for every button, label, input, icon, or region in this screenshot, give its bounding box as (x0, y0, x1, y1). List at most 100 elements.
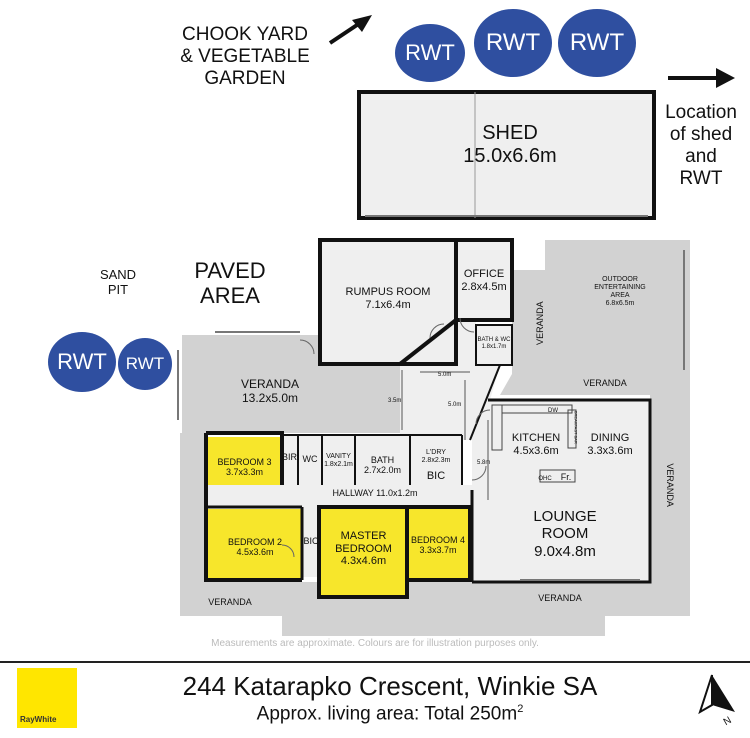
bic-ldry-label: BIC (426, 470, 446, 482)
bath-label: BATH 2.7x2.0m (355, 455, 410, 476)
living-area-unit: 2 (517, 703, 524, 715)
veranda-east-label: VERANDA (665, 463, 676, 507)
office-label: OFFICE 2.8x4.5m (456, 268, 512, 293)
raywhite-logo: RayWhite (17, 668, 77, 728)
master-bedroom-line-2: BEDROOM (335, 542, 392, 555)
bedroom2-fill (208, 509, 302, 579)
ldry-name: L'DRY (426, 449, 446, 456)
veranda-bottom-area (180, 582, 690, 636)
bedroom4-size: 3.3x3.7m (419, 545, 457, 556)
paved-area-line-1: PAVED (194, 258, 266, 283)
veranda-east-area (650, 400, 690, 616)
outdoor-entertaining-area (500, 240, 690, 400)
location-note-line-2: of shed (669, 123, 733, 145)
shed-name: SHED (482, 122, 538, 144)
bedroom3-size: 3.7x3.3m (225, 467, 264, 478)
wc-label: WC (302, 454, 318, 464)
lounge-room-line-1: LOUNGE (533, 508, 597, 525)
veranda-sw-label: VERANDA (208, 597, 252, 607)
outdoor-areas (180, 240, 690, 636)
kitchen-bench (491, 404, 577, 483)
rwt-tank-3: RWT (558, 9, 636, 77)
ldry-size: 2.8x2.3m (421, 457, 451, 465)
location-note: Location of shed and RWT (652, 102, 750, 189)
windows (177, 250, 685, 581)
dining-name: DINING (590, 432, 630, 444)
rumpus-room-name: RUMPUS ROOM (345, 286, 431, 298)
kitchen-name: KITCHEN (511, 432, 561, 444)
veranda-strip-area (512, 270, 546, 375)
bath-name: BATH (370, 455, 395, 465)
ldry-label: L'DRY 2.8x2.3m (410, 449, 462, 465)
paved-area-label: PAVED AREA (170, 258, 290, 309)
veranda-side-label: VERANDA (534, 301, 545, 345)
bath-wc (476, 325, 512, 365)
breakfast-bar-label: BREAKFAST BAR (573, 410, 579, 444)
bedroom2-size: 4.5x3.6m (236, 547, 274, 558)
location-note-line-1: Location (665, 102, 737, 123)
hallway-label: HALLWAY 11.0x1.2m (332, 488, 418, 498)
bedroom4-name: BEDROOM 4 (410, 535, 465, 545)
shed (357, 90, 656, 220)
living-area: Approx. living area: Total 250m2 (90, 703, 690, 725)
dining-label: DINING 3.3x3.6m (580, 432, 640, 457)
bath-wc-size: 1.8x1.7m (481, 343, 507, 350)
shed-size: 15.0x6.6m (463, 145, 557, 167)
veranda-main-label: VERANDA 13.2x5.0m (205, 377, 335, 406)
kitchen-label: KITCHEN 4.5x3.6m (500, 432, 572, 457)
chook-yard-label: CHOOK YARD & VEGETABLE GARDEN (155, 24, 335, 90)
footer-divider (0, 661, 750, 663)
master-bedroom-label: MASTER BEDROOM 4.3x4.6m (321, 530, 406, 568)
compass-icon (698, 674, 735, 715)
outdoor-ent-size: 6.8x6.5m (605, 300, 635, 308)
master-bedroom-size: 4.3x4.6m (340, 555, 387, 568)
bic-strip (302, 507, 320, 577)
bath-wc-name: BATH & WC (477, 337, 511, 343)
chook-yard-arrow (328, 21, 362, 45)
bir-label: BIR (281, 452, 297, 462)
walls (204, 238, 652, 599)
bedroom2-label: BEDROOM 2 4.5x3.6m (208, 537, 302, 558)
bedroom3-fill (208, 437, 281, 485)
sand-pit-line-2: PIT (107, 281, 129, 297)
dim-label-2: 5.0m (448, 402, 462, 408)
dim-label-3: 3.5m (388, 398, 402, 404)
office (456, 240, 512, 320)
ohc-label: OHC (538, 476, 552, 482)
master-bedroom-line-1: MASTER (340, 530, 387, 542)
bedroom3-label: BEDROOM 3 3.7x3.3m (208, 457, 281, 478)
rumpus-room-size: 7.1x6.4m (365, 298, 411, 311)
sand-pit-label: SAND PIT (78, 267, 158, 298)
paved-area-line-2: AREA (200, 283, 260, 309)
service-block (282, 435, 462, 485)
dimension-lines (401, 370, 489, 500)
lounge-room-size: 9.0x4.8m (534, 542, 596, 560)
dw-label: DW (548, 408, 558, 414)
bedroom4-fill (406, 509, 468, 579)
veranda-main-size: 13.2x5.0m (241, 390, 299, 405)
rwt-tank-1: RWT (395, 24, 465, 82)
dining-size: 3.3x3.6m (587, 444, 633, 457)
sand-pit-line-1: SAND (99, 267, 137, 282)
rumpus-room-label: RUMPUS ROOM 7.1x6.4m (320, 286, 456, 311)
vanity-size: 1.8x2.1m (324, 461, 353, 469)
office-name: OFFICE (463, 268, 505, 280)
lounge-room-label: LOUNGE ROOM 9.0x4.8m (495, 508, 635, 560)
door-swings (281, 317, 491, 558)
bedroom4-label: BEDROOM 4 3.3x3.7m (406, 535, 470, 556)
veranda-main-name: VERANDA (240, 377, 299, 391)
veranda-south-label: VERANDA (538, 593, 582, 603)
lounge-room-line-2: ROOM (541, 525, 589, 543)
rwt-tank-5: RWT (118, 338, 172, 390)
office-size: 2.8x4.5m (461, 280, 507, 293)
outdoor-ent-line-1: OUTDOOR (602, 276, 638, 283)
chook-yard-line-3: GARDEN (204, 67, 286, 89)
living-area-text: Approx. living area: Total 250m (256, 703, 518, 725)
bath-size: 2.7x2.0m (363, 465, 402, 476)
house-floor (206, 240, 650, 595)
location-note-line-3: and (685, 145, 717, 167)
bedroom3-name: BEDROOM 3 (217, 457, 272, 467)
kitchen-size: 4.5x3.6m (513, 444, 559, 457)
arrows (328, 15, 735, 88)
